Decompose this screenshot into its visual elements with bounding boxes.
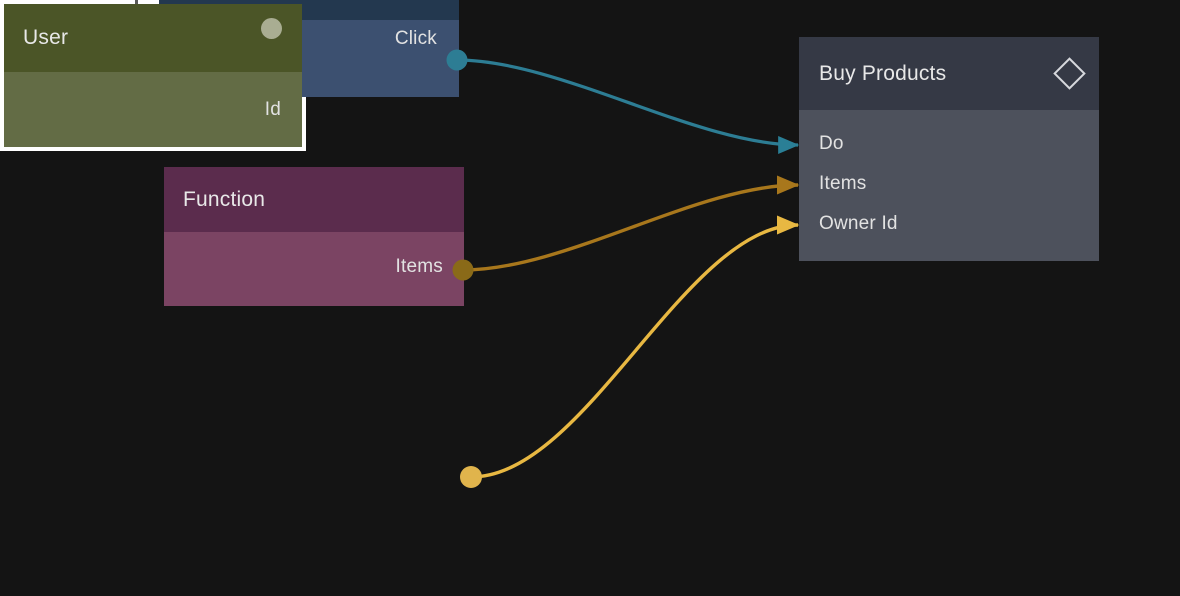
input-port-do-label: Do (819, 133, 844, 154)
node-function-title: Function (183, 187, 266, 211)
node-user-body: Id (4, 72, 302, 147)
output-dot-id[interactable] (460, 466, 482, 488)
node-function[interactable]: Function Items (164, 167, 464, 306)
node-buy-products-title: Buy Products (819, 61, 947, 85)
input-port-items-label: Items (819, 173, 867, 194)
output-port-items[interactable]: Items (396, 256, 443, 278)
node-user[interactable]: User Id (4, 4, 302, 147)
node-user-selection-frame[interactable]: User Id (0, 0, 306, 151)
wire-click-to-do[interactable] (456, 58, 800, 154)
output-port-items-label: Items (395, 256, 443, 277)
node-buy-products-header[interactable]: Buy Products (799, 37, 1099, 110)
input-port-owner-id[interactable]: Owner Id (819, 213, 898, 235)
status-dot-icon[interactable] (261, 18, 282, 39)
node-buy-products-body: Do Items Owner Id (799, 110, 1099, 261)
wire-id-to-owner-id[interactable] (470, 215, 800, 479)
node-user-header[interactable]: User (4, 4, 302, 72)
output-port-id-label: Id (264, 99, 281, 120)
wire-items-to-items[interactable] (462, 175, 800, 272)
output-port-click[interactable]: Click (395, 28, 437, 50)
node-user-title: User (23, 26, 69, 49)
node-buy-products[interactable]: Buy Products Do Items Owner Id (799, 37, 1099, 261)
node-function-body: Items (164, 232, 464, 306)
input-port-items[interactable]: Items (819, 173, 866, 195)
diamond-icon[interactable] (1053, 57, 1086, 90)
node-function-header[interactable]: Function (164, 167, 464, 232)
output-port-click-label: Click (394, 28, 437, 49)
input-port-owner-id-label: Owner Id (819, 213, 898, 234)
input-port-do[interactable]: Do (819, 133, 844, 155)
output-port-id[interactable]: Id (265, 99, 281, 121)
